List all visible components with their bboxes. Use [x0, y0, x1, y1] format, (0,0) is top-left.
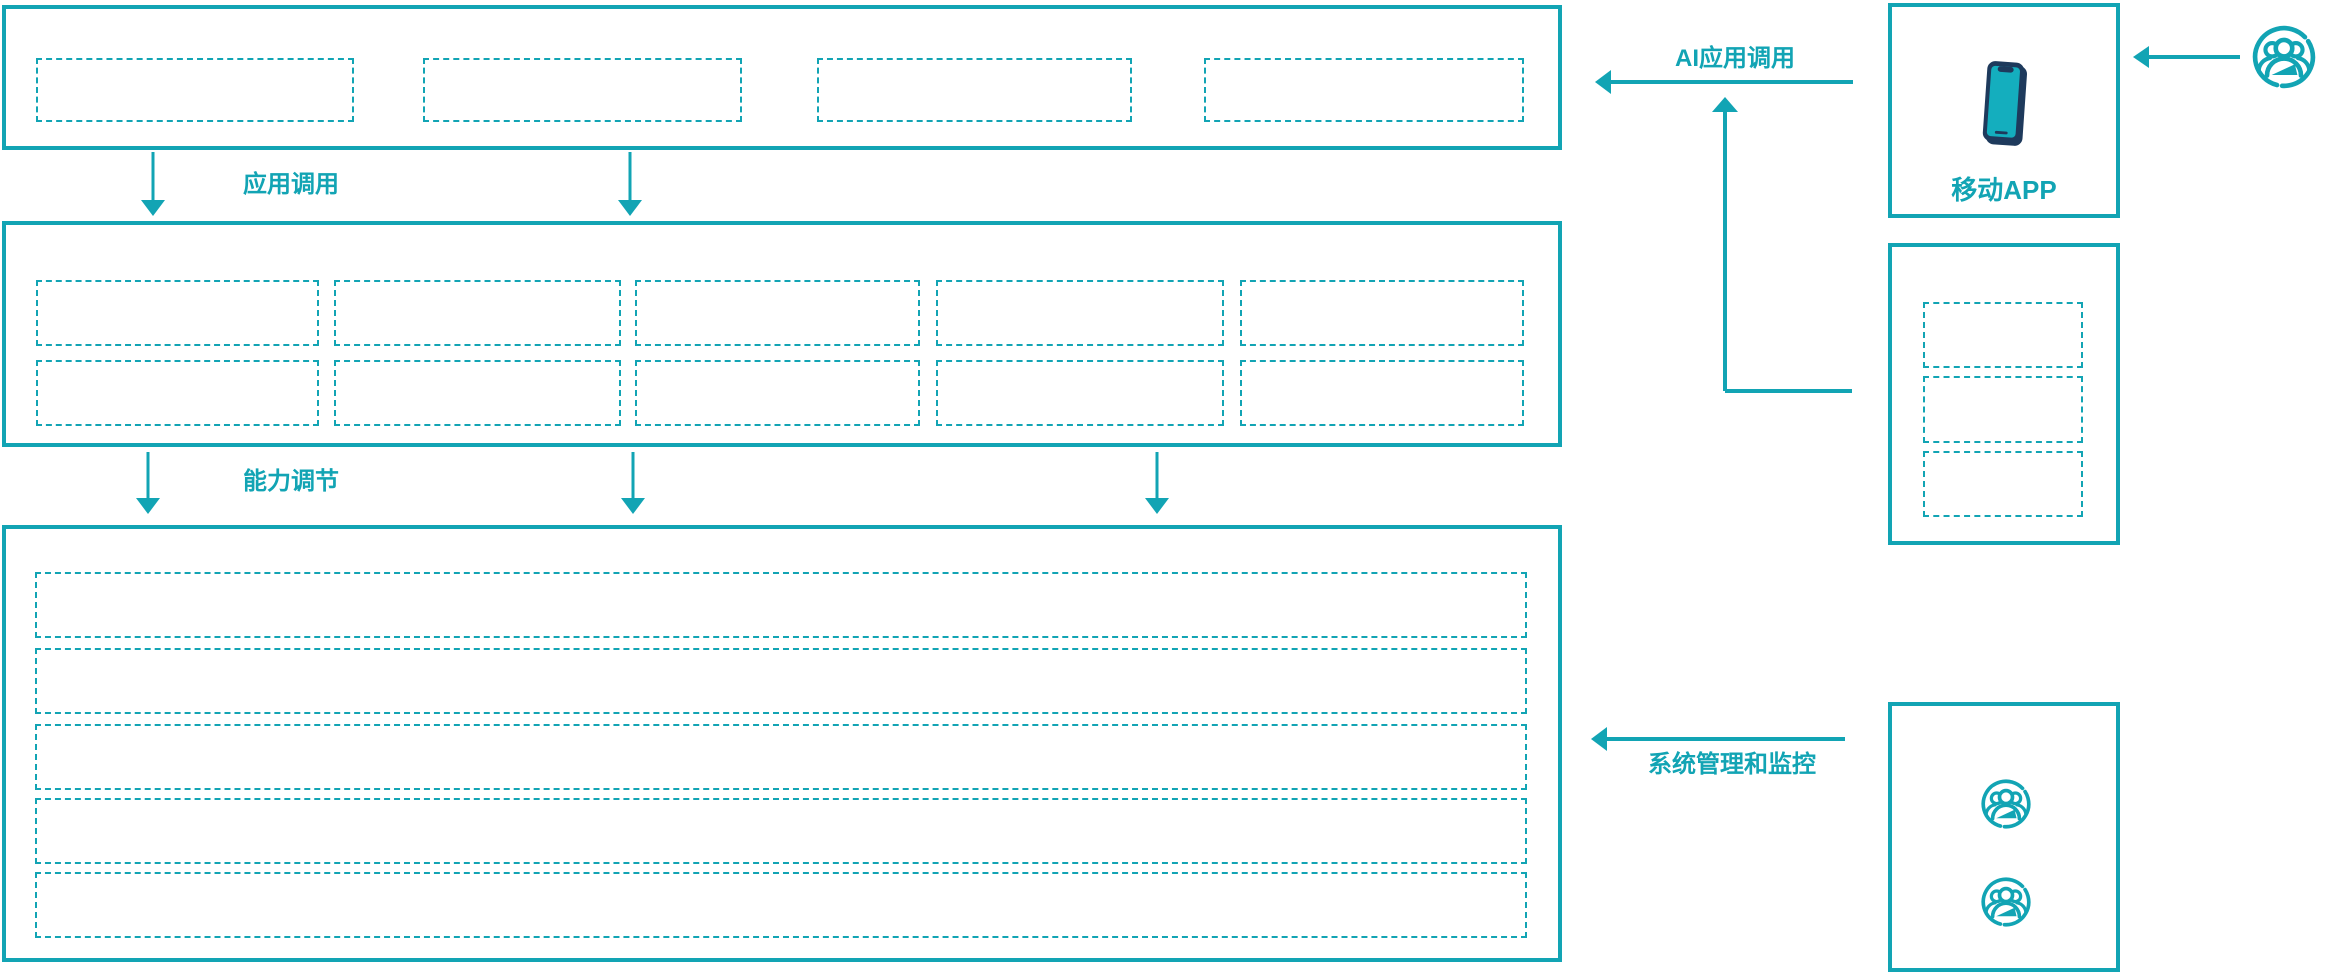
middle-placeholder-r2c4: [936, 360, 1224, 426]
middle-placeholder-r1c2: [334, 280, 621, 346]
admin-box: [1888, 702, 2120, 972]
service-placeholder-1: [1923, 302, 2083, 368]
system-monitor-label: 系统管理和监控: [1648, 751, 1816, 778]
bottom-layer-box: [2, 525, 1562, 962]
smartphone-icon: [1892, 55, 2116, 155]
top-layer-box: [2, 5, 1562, 150]
arrowhead-left-icon: [1591, 727, 1607, 751]
middle-placeholder-r2c5: [1240, 360, 1524, 426]
top-placeholder-3: [817, 58, 1132, 122]
mobile-app-box: 移动APP: [1888, 3, 2120, 218]
middle-placeholder-r1c3: [635, 280, 920, 346]
top-placeholder-2: [423, 58, 742, 122]
middle-layer-box: [2, 221, 1562, 447]
app-call-label: 应用调用: [243, 171, 339, 198]
bottom-placeholder-row-4: [35, 798, 1527, 864]
bottom-placeholder-row-5: [35, 872, 1527, 938]
middle-placeholder-r1c1: [36, 280, 319, 346]
middle-placeholder-r2c3: [635, 360, 920, 426]
user-group-icon: [1980, 876, 2032, 933]
middle-placeholder-r2c1: [36, 360, 319, 426]
arrowhead-down-icon: [141, 200, 165, 216]
top-placeholder-4: [1204, 58, 1524, 122]
arrowhead-up-icon: [1712, 97, 1738, 112]
middle-placeholder-r1c5: [1240, 280, 1524, 346]
ai-app-call-label: AI应用调用: [1675, 45, 1795, 72]
arrowhead-left-icon: [1595, 70, 1611, 94]
mobile-app-label: 移动APP: [1951, 175, 2057, 205]
arrowhead-down-icon: [621, 498, 645, 514]
service-placeholder-2: [1923, 376, 2083, 443]
arrowhead-down-icon: [1145, 498, 1169, 514]
right-services-box: [1888, 243, 2120, 545]
middle-placeholder-r1c4: [936, 280, 1224, 346]
arrowhead-down-icon: [136, 498, 160, 514]
middle-placeholder-r2c2: [334, 360, 621, 426]
user-group-icon: [2251, 24, 2317, 95]
arrowhead-left-icon: [2133, 46, 2149, 68]
bottom-placeholder-row-1: [35, 572, 1527, 638]
service-placeholder-3: [1923, 451, 2083, 517]
bottom-placeholder-row-3: [35, 724, 1527, 790]
user-group-icon: [1980, 778, 2032, 835]
top-placeholder-1: [36, 58, 354, 122]
bottom-placeholder-row-2: [35, 648, 1527, 714]
arrowhead-down-icon: [618, 200, 642, 216]
capability-adjust-label: 能力调节: [243, 468, 339, 495]
